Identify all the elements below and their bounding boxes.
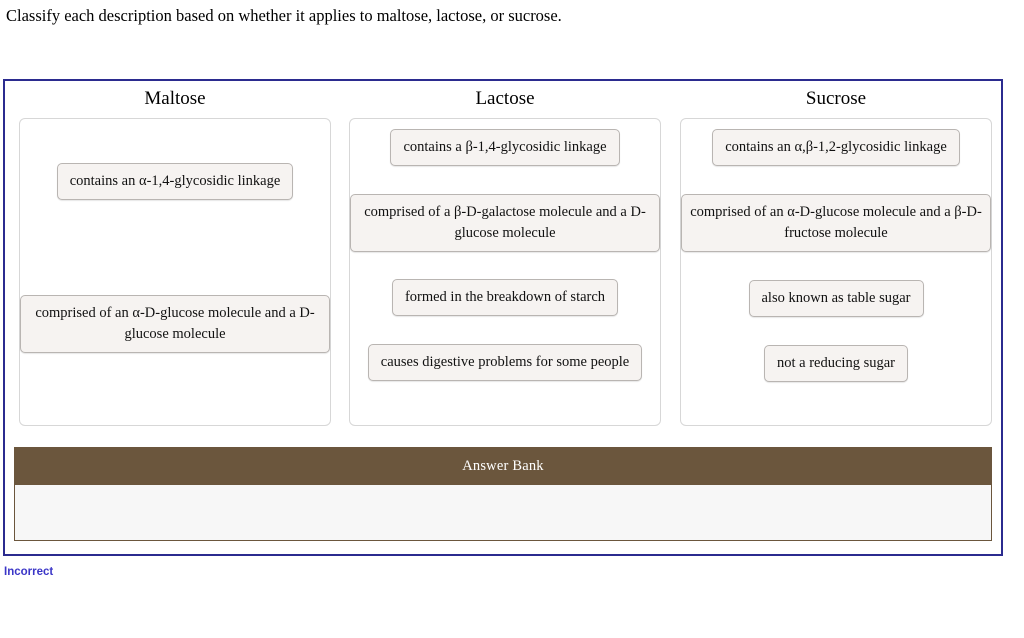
- column-header-lactose: Lactose: [475, 88, 535, 109]
- dropzone-maltose[interactable]: contains an α-1,4-glycosidic linkage com…: [19, 118, 331, 426]
- classification-exercise-frame: Maltose contains an α-1,4-glycosidic lin…: [3, 79, 1003, 556]
- answer-tile[interactable]: formed in the breakdown of starch: [391, 279, 619, 316]
- dropzone-sucrose[interactable]: contains an α,β-1,2-glycosidic linkage c…: [680, 118, 992, 426]
- answer-tile[interactable]: also known as table sugar: [748, 280, 924, 317]
- answer-tile[interactable]: comprised of a β-D-galactose molecule an…: [350, 194, 660, 252]
- answer-tile[interactable]: contains an α,β-1,2-glycosidic linkage: [712, 129, 960, 166]
- answer-bank-title: Answer Bank: [14, 447, 992, 485]
- answer-tile[interactable]: contains a β-1,4-glycosidic linkage: [390, 129, 620, 166]
- answer-tile[interactable]: not a reducing sugar: [764, 345, 908, 382]
- dropzone-lactose[interactable]: contains a β-1,4-glycosidic linkage comp…: [349, 118, 661, 426]
- question-prompt: Classify each description based on wheth…: [6, 6, 562, 25]
- answer-tile[interactable]: causes digestive problems for some peopl…: [367, 344, 643, 381]
- column-header-maltose: Maltose: [144, 88, 206, 109]
- feedback-status: Incorrect: [4, 566, 54, 578]
- answer-tile[interactable]: contains an α-1,4-glycosidic linkage: [56, 163, 294, 200]
- classification-column-sucrose: Sucrose contains an α,β-1,2-glycosidic l…: [678, 81, 994, 431]
- answer-tile[interactable]: comprised of an α-D-glucose molecule and…: [681, 194, 991, 252]
- answer-bank: Answer Bank: [14, 447, 992, 541]
- column-header-sucrose: Sucrose: [805, 88, 867, 109]
- classification-columns: Maltose contains an α-1,4-glycosidic lin…: [5, 81, 1001, 431]
- classification-column-lactose: Lactose contains a β-1,4-glycosidic link…: [347, 81, 663, 431]
- answer-bank-dropzone[interactable]: [14, 485, 992, 541]
- answer-tile[interactable]: comprised of an α-D-glucose molecule and…: [20, 295, 330, 353]
- classification-column-maltose: Maltose contains an α-1,4-glycosidic lin…: [17, 81, 333, 431]
